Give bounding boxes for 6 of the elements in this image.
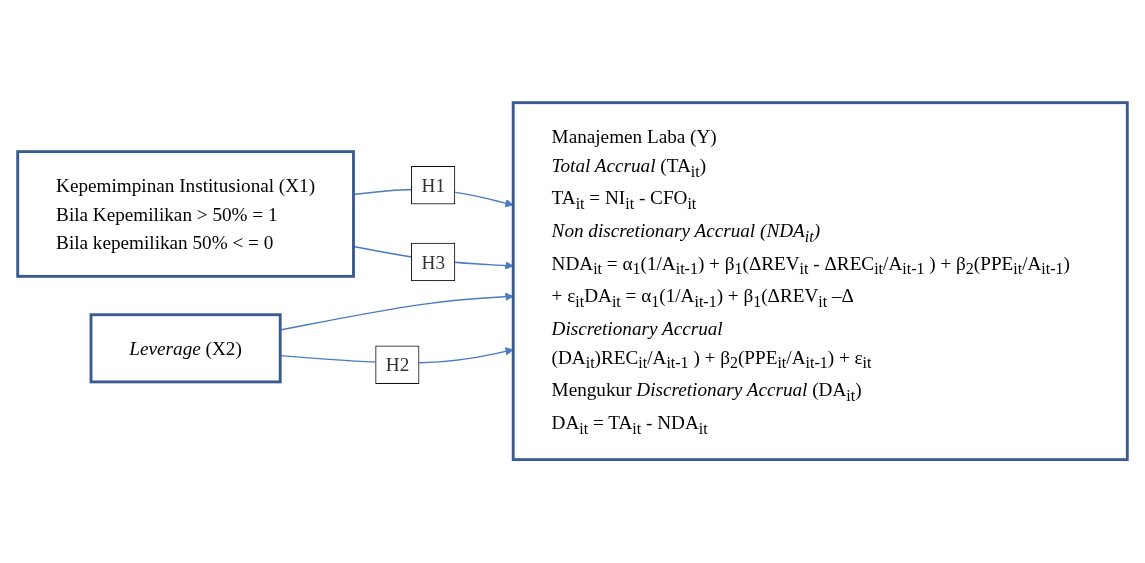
- node-box: Kepemimpinan Institusional (X1) Bila Kepemilikan > 50% = 1 Bila kepemilikan 50% < = 0: [16, 150, 355, 279]
- edge-label: H3: [421, 251, 446, 273]
- edge-label: H1: [421, 174, 446, 197]
- edge-label: H2: [385, 354, 410, 376]
- node-box: Leverage (X2): [89, 313, 282, 384]
- node-box: Manajemen Laba (Y) Total Accrual (TA$_{it}$) TA$_{it}$ = NI$_{it}$ - CFO$_{it}$ Non discretionary Accrual (NDA$_{it}$) NDA$_{it}$ = α$_{1}$(1/A$_{it-1}$) + β$_{1}$(ΔREV$_{it}$ - ΔREC$_{it}$/A$_{it-1}$ ) + β$_{2}$(PPE$_{it}$/A$_{it-1}$) + ε$_{it}$DA$_{it}$ = α$_{1}$(1/A$_{it-1}$) + β$_{1}$(ΔREV$_{it}$ –Δ Discretionary Accrual (DA$_{it}$)REC$_{it}$/A$_{it-1}$ ) + β$_{2}$(PPE$_{it}$/A$_{it-1}$) + ε$_{it}$ Mengukur Discretionary Accrual (DA$_{it}$) DA$_{it}$ = TA$_{it}$ - NDA$_{it}$: [511, 101, 1129, 462]
